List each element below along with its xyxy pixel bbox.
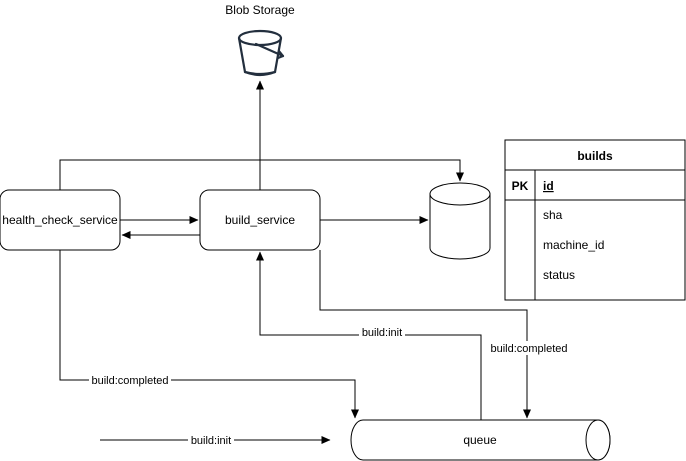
database-cylinder (429, 182, 491, 260)
build-init-top-label-bg (359, 325, 405, 339)
health-check-to-queue-arrow (59, 250, 359, 419)
queue-cylinder[interactable] (350, 419, 611, 461)
builds-table (504, 139, 686, 301)
builds-table-pk-label: PK (512, 179, 529, 193)
health-check-service-label: health_check_service (2, 213, 118, 227)
build-service-to-queue-arrow (319, 250, 531, 419)
blob-storage-icon (237, 29, 285, 77)
build-completed-right-label-bg (489, 341, 569, 355)
build-service-label: build_service (225, 213, 295, 227)
blob-storage-label: Blob Storage (225, 3, 295, 17)
build-init-bottom-label: build:init (191, 435, 231, 447)
builds-field-id: id (543, 179, 554, 193)
builds-field-status: status (543, 268, 575, 282)
builds-field-sha: sha (543, 208, 563, 222)
builds-table-title: builds (577, 149, 613, 163)
build-completed-left-label: build:completed (91, 375, 168, 387)
build-completed-left-label-bg (89, 373, 171, 387)
build-init-bottom-label-bg (188, 433, 234, 447)
build-init-top-label: build:init (362, 327, 402, 339)
build-completed-right-label: build:completed (490, 343, 567, 355)
builds-field-machine-id: machine_id (543, 238, 604, 252)
queue-label: queue (463, 433, 497, 447)
health-check-to-database-arrow (59, 159, 464, 190)
